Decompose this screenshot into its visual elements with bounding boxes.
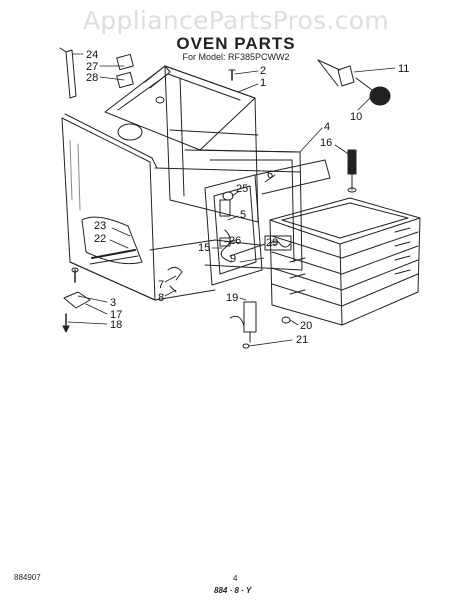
rack-post-fl [269,219,273,306]
rack-slot-3 [394,255,411,261]
back-panel-edge [179,77,185,197]
part-18-screw [62,313,70,333]
label-29: 29 [266,237,278,249]
part-7-8-clip [167,266,183,293]
label-10: 10 [350,111,362,123]
rack-wire-2 [271,245,419,275]
label-3: 3 [110,297,116,309]
vent-hole-small [155,96,165,104]
part-19-ignitor [229,301,257,343]
part-29-spring [269,240,291,248]
label-9: 9 [230,253,236,265]
part-10-11-knob [317,59,391,106]
label-21: 21 [296,334,308,346]
rack-post-fr [339,243,343,326]
footer-stamp: 884 · 8 · Y [214,586,252,595]
bottom-rail-inner [149,239,261,251]
front-lip [64,113,158,169]
top-frame-inner [117,73,241,111]
burner-tube-2 [89,255,139,265]
igniter-bracket [219,199,231,217]
label-16: 16 [320,137,332,149]
rack-slot-6 [289,273,306,279]
label-11: 11 [398,63,409,75]
footer-code: 884907 [14,573,41,582]
label-25: 25 [236,183,248,195]
label-5: 5 [240,209,246,221]
label-22: 22 [94,233,106,245]
label-6: 6 [267,169,273,181]
part-26-bracket [219,237,231,247]
label-20: 20 [300,320,312,332]
frame-top-rail [254,159,331,195]
diagram-title: OVEN PARTS [176,34,296,53]
part-24-tube [59,47,77,99]
part-2-screw [228,69,236,81]
part-17-bracket [63,291,91,309]
part-27-clip [116,53,134,71]
label-twenty-three: 23 [94,220,106,232]
rack-post-br [417,217,421,293]
rack-bottom [271,291,419,326]
watermark: AppliancePartsPros.com [82,6,390,35]
bottom-rail [69,261,216,301]
rack-slot-4 [394,269,411,275]
cross-brace [154,167,301,173]
label-7: 7 [158,279,164,291]
callout-labels: 24 27 28 2 1 11 10 4 16 6 25 5 26 26 26 … [86,49,409,346]
label-18: 18 [110,319,122,331]
panel-hatch-2 [77,143,81,211]
rack-wire-1 [271,231,419,259]
side-panel-opening [81,216,143,265]
front-frame-assembly [204,159,331,286]
part-16-sensor [347,149,357,193]
ignitor-wire [220,229,232,263]
leader-lines [67,53,396,347]
cross-brace-2 [169,129,259,136]
label-1: 1 [260,77,266,89]
oven-chassis [61,65,303,301]
label-24: 24 [86,49,98,61]
footer-page-number: 4 [233,574,238,583]
vent-hole [117,123,143,141]
label-17: 17 [110,309,122,321]
gas-valve [264,235,292,251]
valve-pipe [229,243,266,257]
part-21-screw [242,343,250,349]
part-3-screw [71,267,79,283]
label-28: 28 [86,72,98,84]
left-side-panel [61,117,156,301]
label-15: 15 [198,242,210,254]
label-19: 19 [226,292,238,304]
part-25-fitting [222,191,234,201]
rack-slot-7 [289,289,306,295]
rear-flange [144,65,171,89]
oven-rack-assembly [269,197,421,326]
rack-wire-4 [271,273,419,307]
label-twenty-six: 26 [229,235,241,247]
part-20-screw [281,316,291,324]
label-8: 8 [158,292,164,304]
rack-slot-5 [289,257,306,263]
model-subtitle: For Model: RF385PCWW2 [182,52,290,62]
rack-top-inner [281,202,409,239]
part-28-clip [116,71,134,89]
label-27: 27 [86,61,98,73]
burner-tube [91,249,136,259]
rack-slot-2 [394,241,411,247]
panel-hatch [69,139,73,201]
label-2: 2 [260,65,266,77]
front-frame [204,174,263,286]
cross-brace-3 [184,149,301,153]
rack-slot-1 [394,227,411,233]
rack-wire-3 [271,259,419,291]
label-4: 4 [324,121,330,133]
